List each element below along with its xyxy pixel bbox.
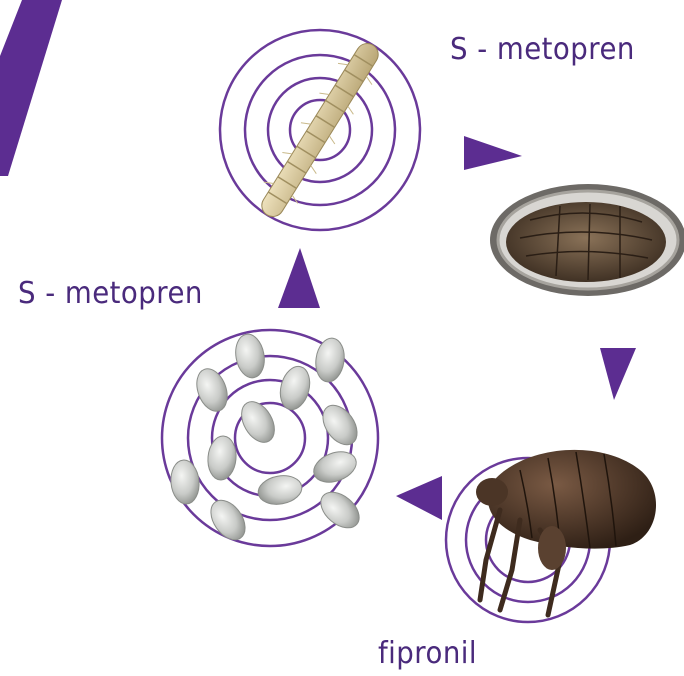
arrow-adult-to-eggs	[396, 476, 442, 520]
eggs-stage	[162, 330, 378, 546]
corner-accent-band	[0, 0, 62, 176]
larva-agent-label: S - metopren	[450, 32, 635, 67]
adult-stage	[446, 450, 656, 622]
larva-icon	[250, 35, 390, 226]
larva-stage	[220, 30, 420, 230]
eggs-agent-label: S - metopren	[18, 276, 203, 311]
arrow-pupa-to-adult	[600, 348, 636, 400]
pupa-icon	[490, 184, 684, 296]
adult-agent-label: fipronil	[378, 636, 477, 671]
eggs-icon	[169, 332, 366, 546]
pupa-stage	[490, 184, 684, 296]
arrow-larva-to-pupa	[464, 136, 522, 170]
arrow-eggs-to-larva	[278, 248, 320, 308]
